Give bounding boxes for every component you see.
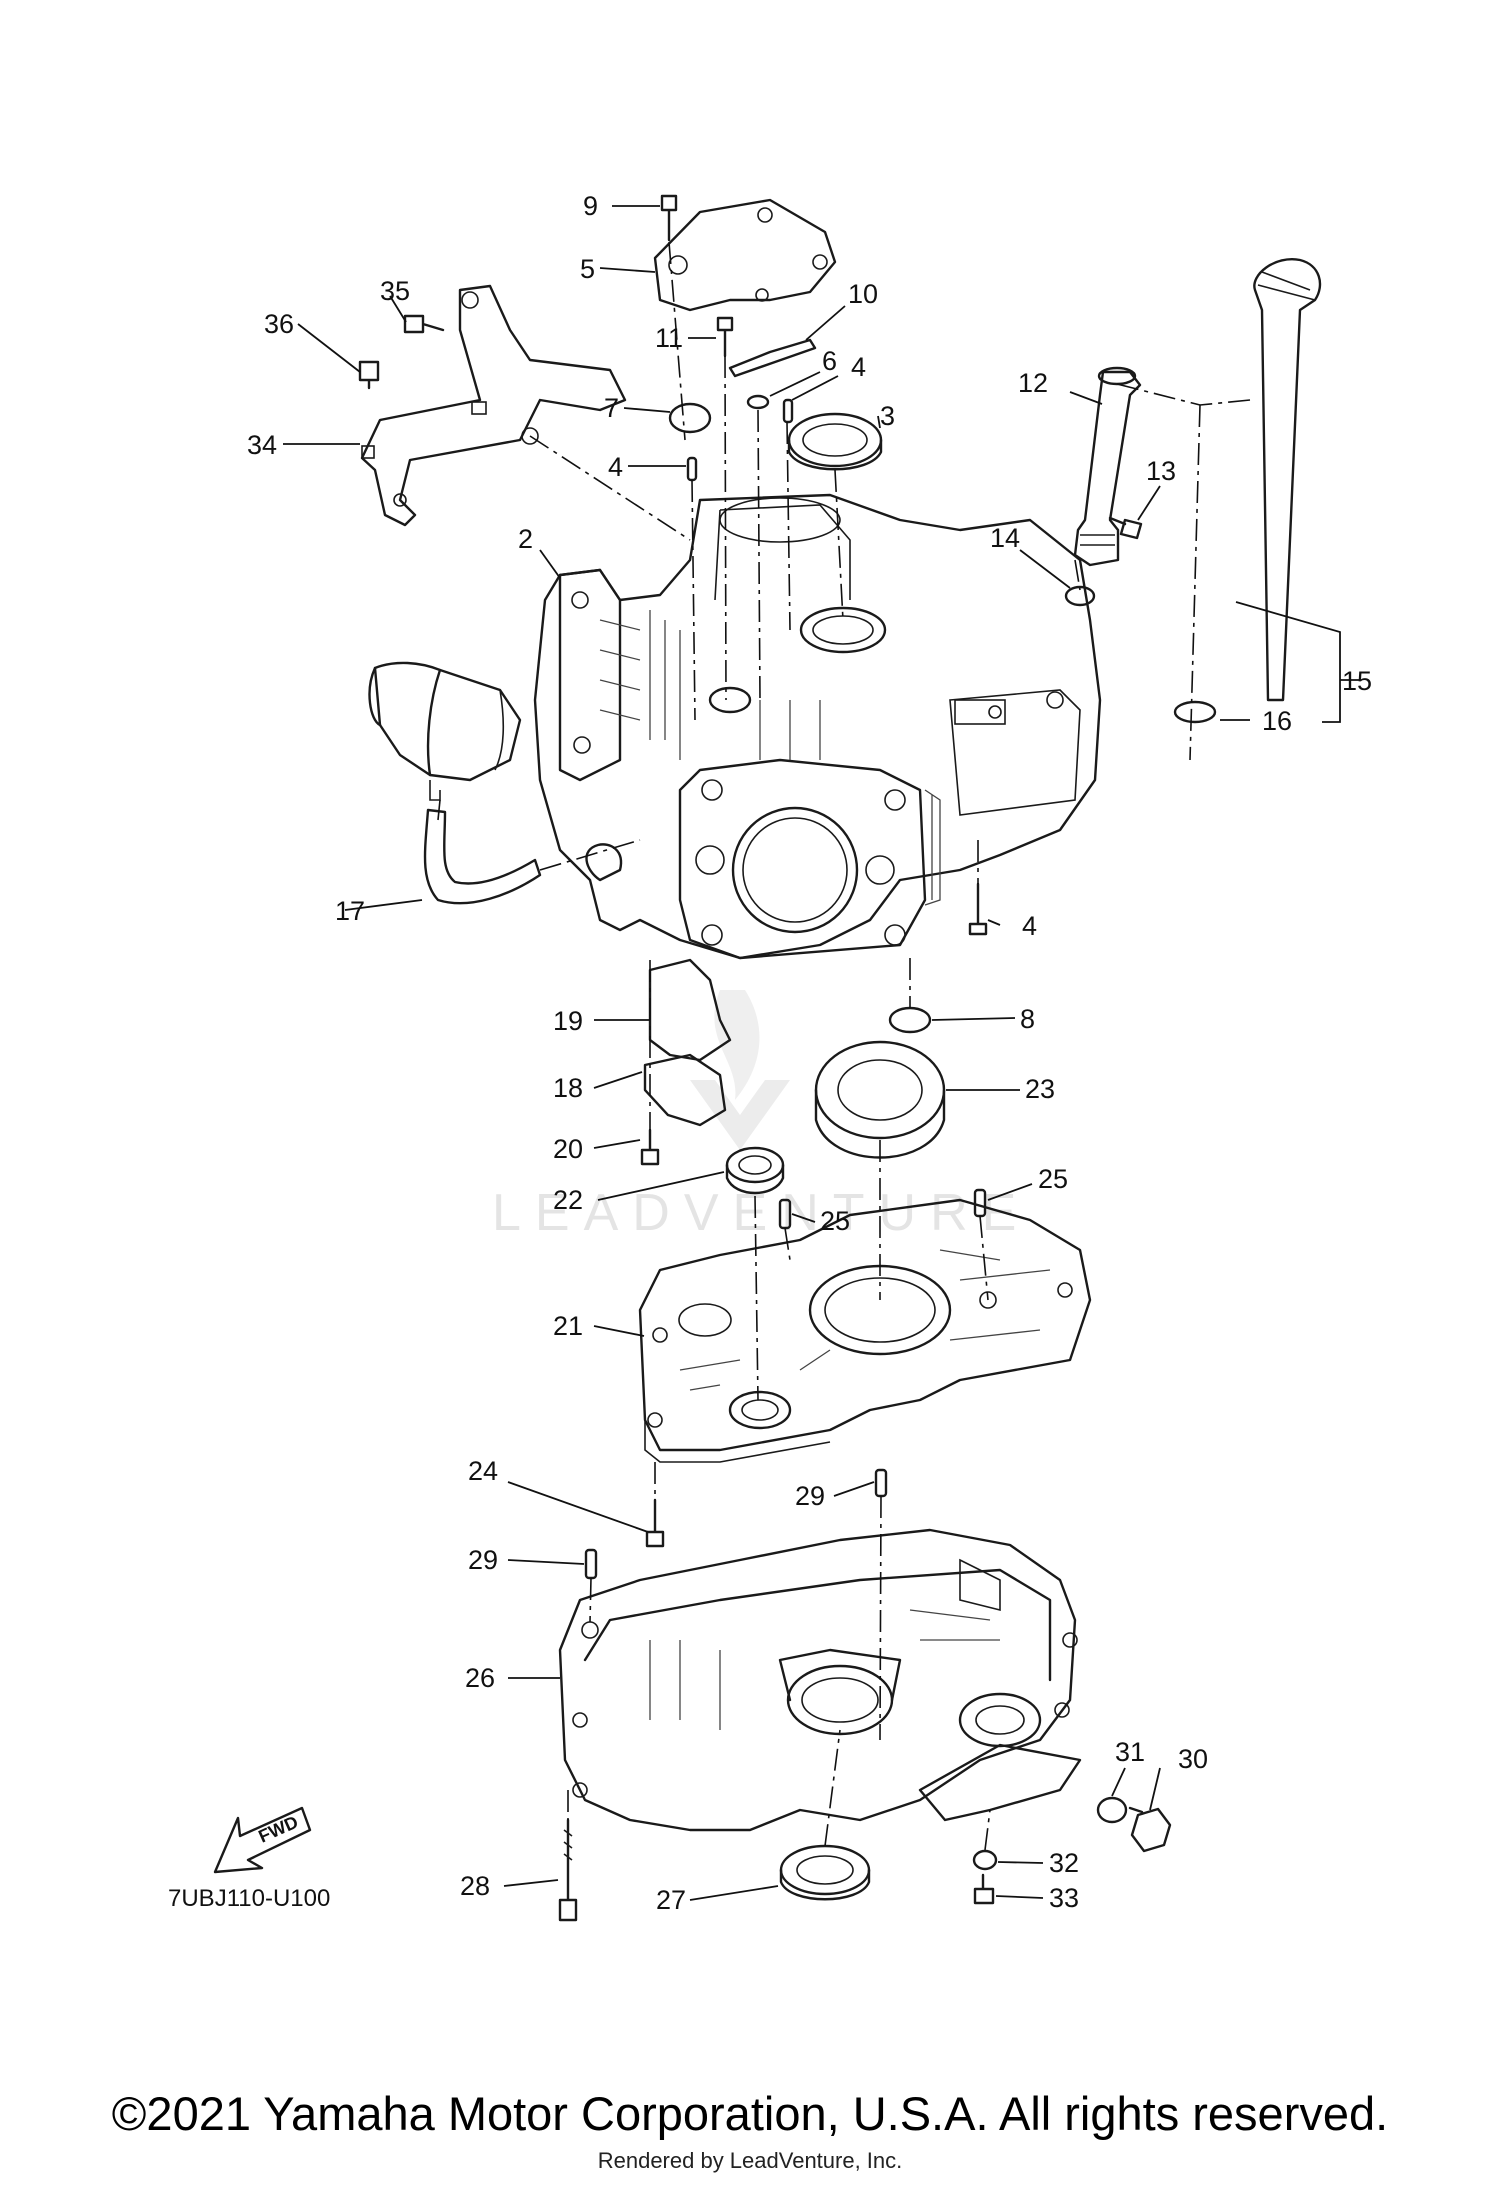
crankcase-lower-26	[558, 1528, 1077, 1832]
bracket-34	[360, 284, 627, 527]
gasket-19	[648, 958, 732, 1062]
dowel-29b	[874, 1468, 888, 1498]
dowel-29a	[584, 1548, 598, 1580]
callout-30: 30	[1178, 1744, 1208, 1774]
callout-25-right: 25	[1038, 1164, 1068, 1194]
bolt-36	[358, 360, 380, 390]
callout-5: 5	[580, 254, 595, 284]
callout-3: 4	[1022, 911, 1037, 941]
callout-21: 21	[553, 1311, 583, 1341]
fwd-arrow-icon: FWD	[213, 1806, 312, 1874]
callout-14: 14	[990, 523, 1020, 553]
clip-10	[728, 338, 817, 378]
plate-18	[643, 1053, 727, 1127]
callout-20: 20	[553, 1134, 583, 1164]
oring-14	[1064, 585, 1096, 607]
bolt-20	[640, 1128, 660, 1166]
callout-33: 33	[1049, 1883, 1079, 1913]
washer-32	[972, 1849, 998, 1871]
bolt-33	[973, 1873, 995, 1905]
callout-17: 17	[335, 896, 365, 926]
washer-16	[1173, 700, 1217, 724]
dipstick-15	[1253, 258, 1322, 702]
callout-31: 31	[1115, 1737, 1145, 1767]
callout-23: 23	[1025, 1074, 1055, 1104]
bolt-13	[1108, 516, 1143, 540]
callout-34: 34	[247, 430, 277, 460]
callout-11: 11	[655, 323, 683, 353]
callout-27: 27	[656, 1885, 686, 1915]
bearing-23	[814, 1040, 946, 1140]
diagram-code: 7UBJ110-U100	[168, 1885, 330, 1912]
bolt-11	[716, 316, 734, 358]
callout-25-left: 25	[820, 1206, 850, 1236]
callout-2: 3	[880, 401, 895, 431]
dowel-4a	[782, 398, 794, 424]
callout-labels: 9 5 11 10 6 4 7 3 4 35 36 34 12 13 14 15…	[247, 191, 1372, 1915]
washer-31	[1096, 1796, 1128, 1824]
callout-13: 13	[1146, 456, 1176, 486]
dowel-4b	[686, 456, 698, 482]
callout-15: 15	[1342, 666, 1372, 696]
leader-lines	[283, 205, 1360, 1901]
bearing-22	[725, 1146, 785, 1184]
oring-7	[668, 402, 712, 434]
cylinder-block-1	[533, 493, 1102, 960]
oring-6	[746, 394, 770, 410]
callout-16: 16	[1262, 706, 1292, 736]
bolt-9	[660, 194, 678, 242]
callout-8: 8	[1020, 1004, 1035, 1034]
drain-bolt-30	[1128, 1806, 1172, 1853]
cover-plate-5	[653, 198, 837, 312]
callout-35: 35	[380, 276, 410, 306]
callout-7: 7	[604, 393, 619, 423]
bolt-28	[558, 1818, 578, 1922]
callout-29-left: 29	[468, 1545, 498, 1575]
callout-26: 26	[465, 1663, 495, 1693]
elbow-hose	[373, 661, 522, 782]
bolt-3	[968, 882, 988, 936]
callout-29-right: 29	[795, 1481, 825, 1511]
callout-28: 28	[460, 1871, 490, 1901]
oring-8	[888, 1006, 932, 1034]
oil-seal-27	[779, 1844, 871, 1896]
filler-pipe-12	[1073, 370, 1142, 567]
hose-17	[423, 808, 542, 905]
copyright-text: ©2021 Yamaha Motor Corporation, U.S.A. A…	[112, 2087, 1388, 2140]
callout-12: 12	[1018, 368, 1048, 398]
bolt-24	[645, 1498, 665, 1548]
callout-1: 2	[518, 524, 533, 554]
callout-6: 6	[822, 346, 837, 376]
callout-24: 24	[468, 1456, 498, 1486]
callout-9: 9	[583, 191, 598, 221]
fwd-label: FWD	[255, 1812, 301, 1847]
callout-18: 18	[553, 1073, 583, 1103]
rendered-by-text: Rendered by LeadVenture, Inc.	[598, 2148, 903, 2173]
bolt-35	[403, 314, 445, 334]
callout-22: 22	[553, 1185, 583, 1215]
part-drawings: FWD	[213, 194, 1322, 1922]
callout-4-upper: 4	[851, 352, 866, 382]
callout-19: 19	[553, 1006, 583, 1036]
callout-10: 10	[848, 279, 878, 309]
callout-32: 32	[1049, 1848, 1079, 1878]
callout-4-lower: 4	[608, 452, 623, 482]
callout-36: 36	[264, 309, 294, 339]
